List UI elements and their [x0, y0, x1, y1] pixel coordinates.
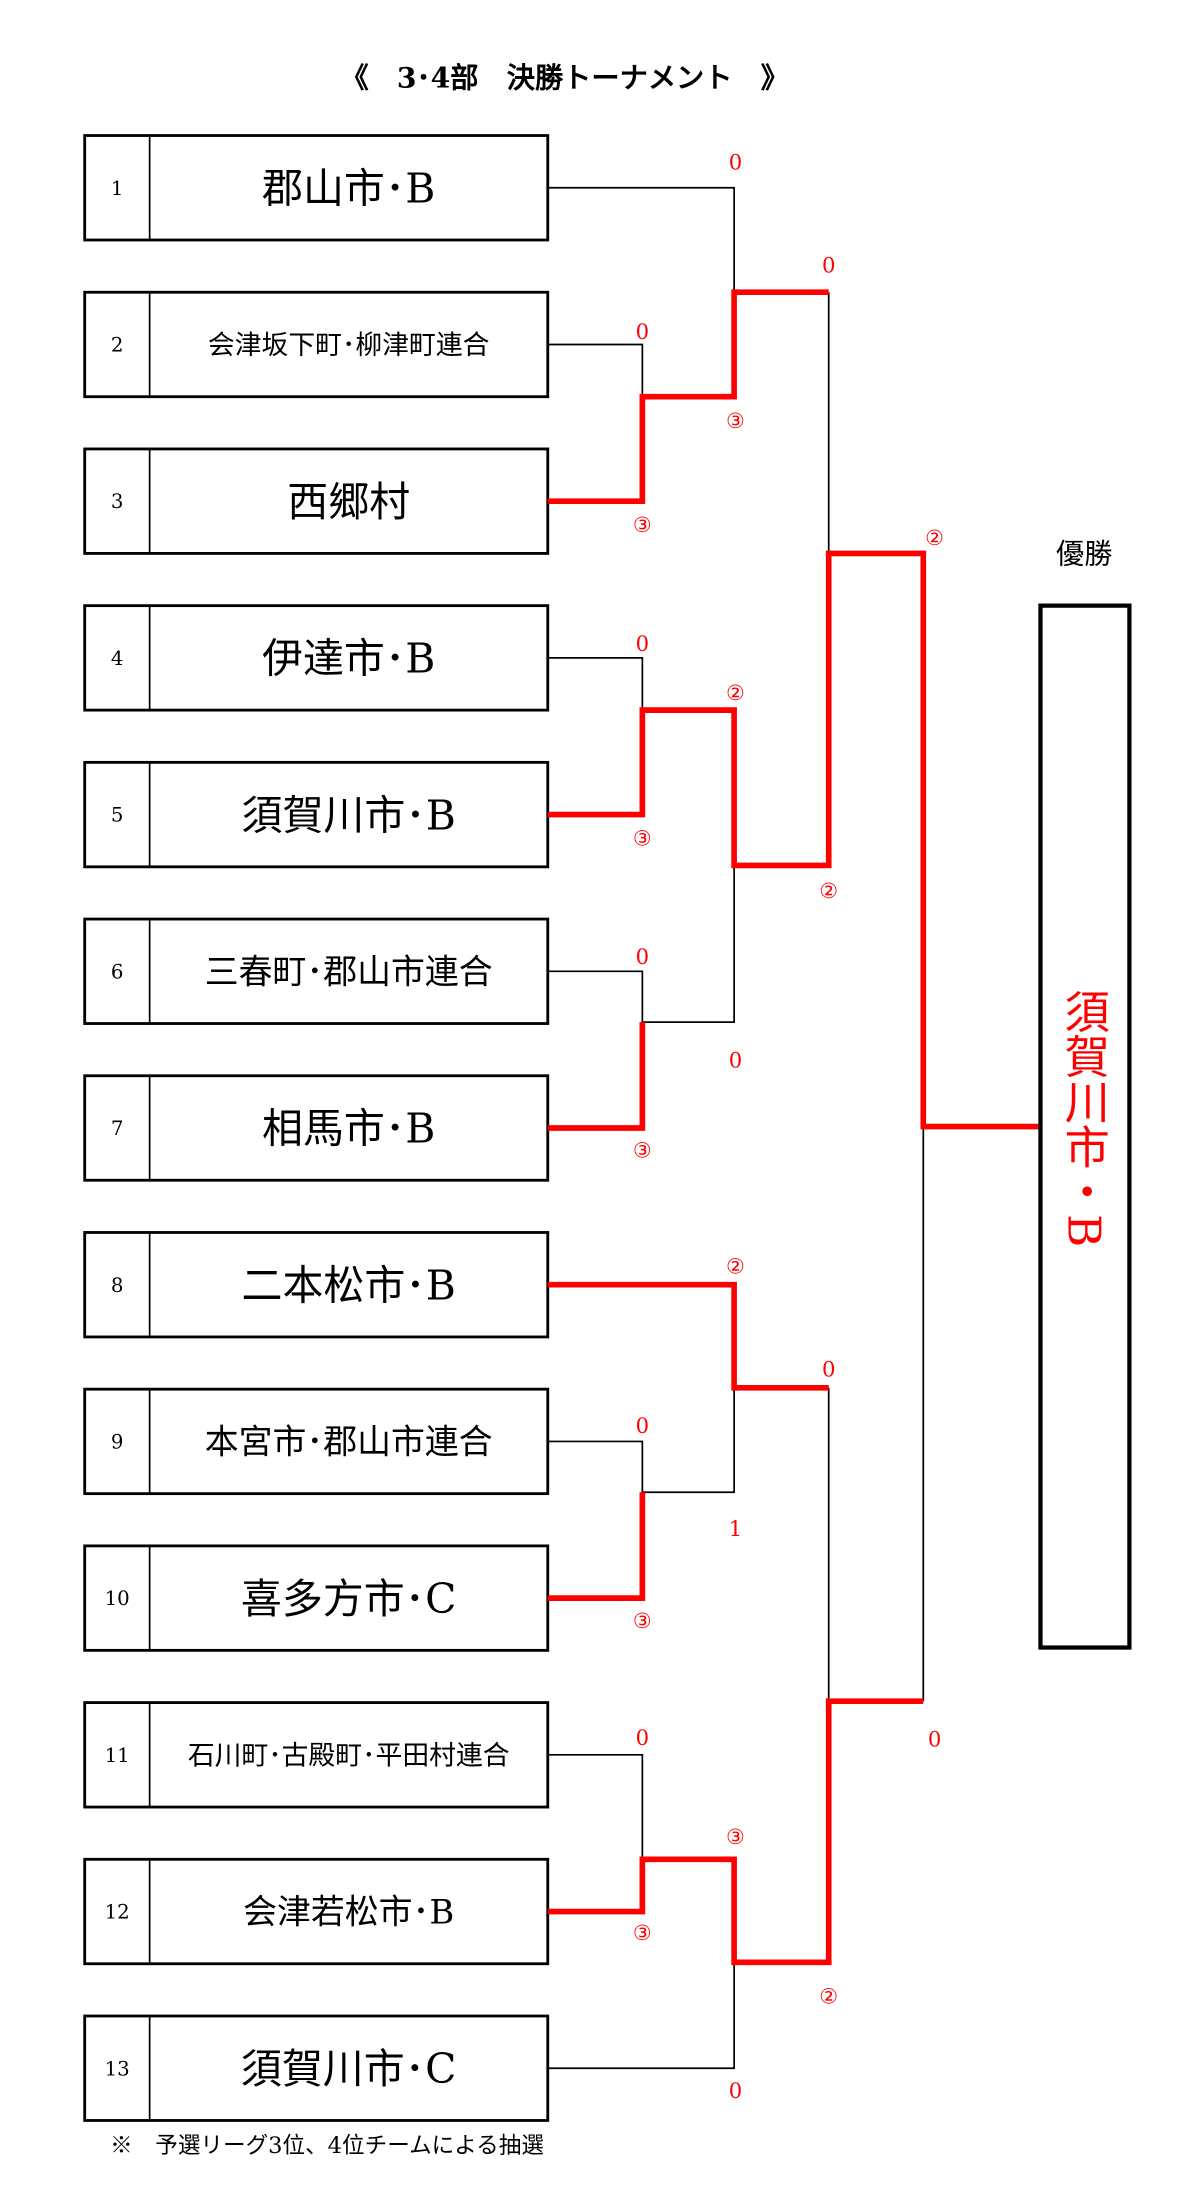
bracket-line	[547, 1387, 735, 1494]
champion-name: 須賀川市・B	[1058, 988, 1111, 1247]
team-box	[83, 917, 550, 1025]
team-entry: 8 二本松市･B	[83, 1231, 550, 1339]
team-name: 二本松市･B	[242, 1261, 456, 1309]
team-seed: 1	[111, 177, 124, 200]
team-entry: 10 喜多方市･C	[83, 1544, 550, 1652]
team-entry: 12 会津若松市･B	[83, 1857, 550, 1966]
team-entry: 13 須賀川市･C	[83, 2014, 550, 2122]
team-name: 石川町･古殿町･平田村連合	[188, 1740, 510, 1771]
team-name: 本宮市･郡山市連合	[205, 1423, 493, 1462]
champion-label: 優勝	[1056, 537, 1112, 570]
team-box	[83, 1857, 550, 1966]
team-entry: 6 三春町･郡山市連合	[83, 917, 550, 1025]
match-score: ②	[819, 1983, 838, 2008]
team-box	[83, 447, 550, 555]
match-score: ②	[726, 680, 745, 705]
team-name: 喜多方市･C	[241, 1575, 457, 1623]
team-box	[83, 134, 550, 242]
team-box	[83, 1544, 550, 1652]
team-entry: 9 本宮市･郡山市連合	[83, 1387, 550, 1496]
team-name: 会津若松市･B	[243, 1893, 454, 1932]
team-entry: 4 伊達市･B	[83, 604, 550, 712]
team-seed: 10	[105, 1587, 130, 1610]
match-score: 0	[636, 1725, 649, 1750]
match-score: 0	[729, 149, 742, 174]
team-box	[83, 1701, 550, 1809]
bracket-line	[547, 1962, 735, 2070]
winner-path-lines	[547, 289, 1041, 1966]
team-seed: 13	[105, 2057, 130, 2080]
team-seed: 12	[105, 1901, 130, 1924]
winner-line	[547, 1281, 829, 1391]
team-name: 相馬市･B	[262, 1105, 435, 1153]
team-entry: 7 相馬市･B	[83, 1074, 550, 1182]
bracket-line	[547, 1753, 644, 1860]
team-name: 須賀川市･C	[241, 2045, 457, 2093]
winner-line	[547, 1492, 646, 1601]
team-name: 須賀川市･B	[242, 791, 456, 839]
bracket-line	[547, 186, 735, 293]
winner-line	[547, 1022, 646, 1131]
winner-line	[547, 550, 1041, 1130]
team-name: 三春町･郡山市連合	[205, 952, 493, 991]
team-name: 西郷村	[287, 478, 410, 526]
match-score: 0	[636, 319, 649, 344]
footnote: ※ 予選リーグ3位、4位チームによる抽選	[110, 2133, 544, 2159]
team-entry: 11 石川町･古殿町･平田村連合	[83, 1701, 550, 1809]
team-seed: 9	[111, 1430, 124, 1453]
team-box	[83, 760, 550, 869]
team-entry: 5 須賀川市･B	[83, 760, 550, 869]
page-title: 《 3･4部 決勝トーナメント 》	[340, 61, 788, 95]
match-score: 0	[822, 252, 835, 277]
team-name: 伊達市･B	[262, 635, 435, 683]
match-score: 0	[636, 631, 649, 656]
team-name: 会津坂下町･柳津町連合	[208, 330, 490, 361]
team-seed: 8	[111, 1274, 124, 1297]
match-score: ③	[633, 1138, 652, 1163]
match-score: ③	[633, 826, 652, 851]
match-score: 0	[822, 1356, 835, 1381]
winner-line	[547, 289, 829, 505]
team-box	[83, 2014, 550, 2122]
match-score: 0	[729, 2078, 742, 2103]
match-score: ③	[726, 1824, 745, 1849]
winner-line	[547, 1698, 924, 1966]
match-score: ②	[819, 878, 838, 903]
team-seed: 3	[111, 490, 124, 513]
team-seed: 4	[111, 647, 124, 670]
match-score: 1	[729, 1516, 742, 1541]
team-box	[83, 1074, 550, 1182]
match-score: ③	[633, 1608, 652, 1633]
bracket-lines	[547, 186, 925, 2070]
team-name: 郡山市･B	[262, 165, 435, 213]
match-score: 0	[636, 944, 649, 969]
team-box	[83, 604, 550, 712]
team-seed: 7	[111, 1117, 124, 1140]
match-score: 0	[928, 1726, 941, 1751]
team-box	[83, 1387, 550, 1496]
match-score: ②	[726, 1253, 745, 1278]
bracket-line	[547, 343, 644, 397]
match-score: ③	[633, 1920, 652, 1945]
bracket-line	[547, 657, 644, 711]
match-score: ③	[726, 408, 745, 433]
team-seed: 6	[111, 960, 124, 983]
team-seed: 5	[111, 804, 124, 827]
champion-box	[1038, 603, 1132, 1650]
team-entry: 1 郡山市･B	[83, 134, 550, 242]
team-box	[83, 290, 550, 399]
match-score: ③	[633, 512, 652, 537]
match-score: 0	[636, 1413, 649, 1438]
match-score: 0	[729, 1047, 742, 1072]
team-seed: 11	[105, 1744, 130, 1767]
team-entry: 2 会津坂下町･柳津町連合	[83, 290, 550, 399]
team-entry: 3 西郷村	[83, 447, 550, 555]
match-score: ②	[925, 525, 944, 550]
team-seed: 2	[111, 334, 124, 357]
